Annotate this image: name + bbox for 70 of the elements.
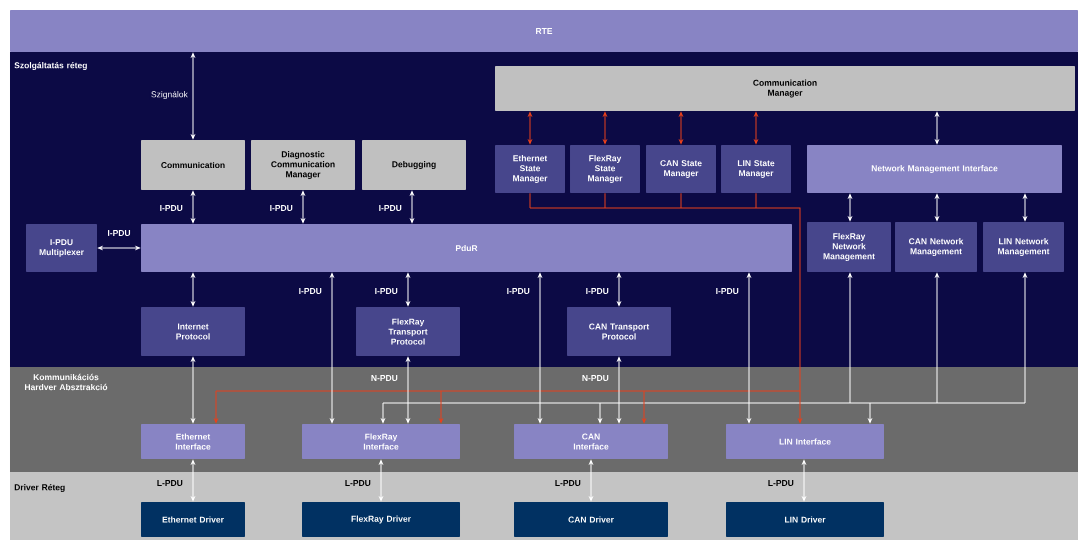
arrow	[848, 194, 852, 221]
arrow	[410, 191, 414, 223]
module-box: CAN Transport Protocol	[567, 307, 671, 356]
module-box: Communication	[141, 140, 245, 190]
arrow	[191, 53, 195, 139]
edge-label: I-PDU	[377, 204, 403, 212]
module-box: CAN Interface	[514, 424, 668, 459]
module-box: FlexRay Transport Protocol	[356, 307, 460, 356]
arrow	[589, 460, 593, 501]
edge-label: L-PDU	[155, 479, 184, 487]
edge-label: I-PDU	[158, 204, 184, 212]
arrow	[603, 112, 607, 144]
module-box: Debugging	[362, 140, 466, 190]
arrow	[528, 112, 532, 144]
layer-band: RTE	[10, 10, 1078, 52]
edge-label: I-PDU	[268, 204, 294, 212]
arrow	[330, 273, 334, 423]
edge-label: I-PDU	[373, 287, 399, 295]
module-box: Diagnostic Communication Manager	[251, 140, 355, 190]
module-box: FlexRay State Manager	[570, 145, 640, 193]
module-box: LIN Driver	[726, 502, 884, 537]
arrow	[538, 273, 542, 423]
edge-label: I-PDU	[106, 229, 132, 237]
module-box: FlexRay Driver	[302, 502, 460, 537]
module-box: Ethernet Interface	[141, 424, 245, 459]
arrow	[754, 112, 758, 144]
module-box: PduR	[141, 224, 792, 272]
module-box: Ethernet State Manager	[495, 145, 565, 193]
edge-label: L-PDU	[766, 479, 795, 487]
arrow	[191, 357, 195, 423]
edge-label: I-PDU	[297, 287, 323, 295]
arrow	[617, 273, 621, 306]
arrow	[191, 460, 195, 501]
module-box: CAN Network Management	[895, 222, 977, 272]
arrow	[191, 273, 195, 306]
module-box: Internet Protocol	[141, 307, 245, 356]
edge-label: N-PDU	[369, 374, 399, 382]
module-box: CAN Driver	[514, 502, 668, 537]
arrow	[747, 273, 751, 423]
arrow	[406, 357, 410, 423]
module-box: FlexRay Network Management	[807, 222, 891, 272]
edge-label: I-PDU	[584, 287, 610, 295]
edge-label: I-PDU	[714, 287, 740, 295]
arrow	[935, 194, 939, 221]
edge-label: L-PDU	[343, 479, 372, 487]
arrow	[1023, 194, 1027, 221]
arrow	[802, 460, 806, 501]
arrow	[935, 112, 939, 144]
module-box: LIN Network Management	[983, 222, 1064, 272]
module-box: LIN Interface	[726, 424, 884, 459]
edge-label: N-PDU	[580, 374, 610, 382]
arrow	[191, 191, 195, 223]
module-box: Ethernet Driver	[141, 502, 245, 537]
arrow	[679, 112, 683, 144]
module-box: I-PDU Multiplexer	[26, 224, 97, 272]
arrow	[381, 273, 1027, 423]
edge-label: Szignálok	[149, 90, 189, 100]
arrow	[301, 191, 305, 223]
module-box: Communication Manager	[495, 66, 1075, 111]
arrow	[617, 357, 621, 423]
edge-label: I-PDU	[505, 287, 531, 295]
arrow	[214, 192, 802, 423]
module-box: LIN State Manager	[721, 145, 791, 193]
module-box: CAN State Manager	[646, 145, 716, 193]
arrow	[98, 246, 140, 250]
module-box: FlexRay Interface	[302, 424, 460, 459]
module-box: Network Management Interface	[807, 145, 1062, 193]
edge-label: L-PDU	[553, 479, 582, 487]
arrow	[379, 460, 383, 501]
arrow	[406, 273, 410, 306]
